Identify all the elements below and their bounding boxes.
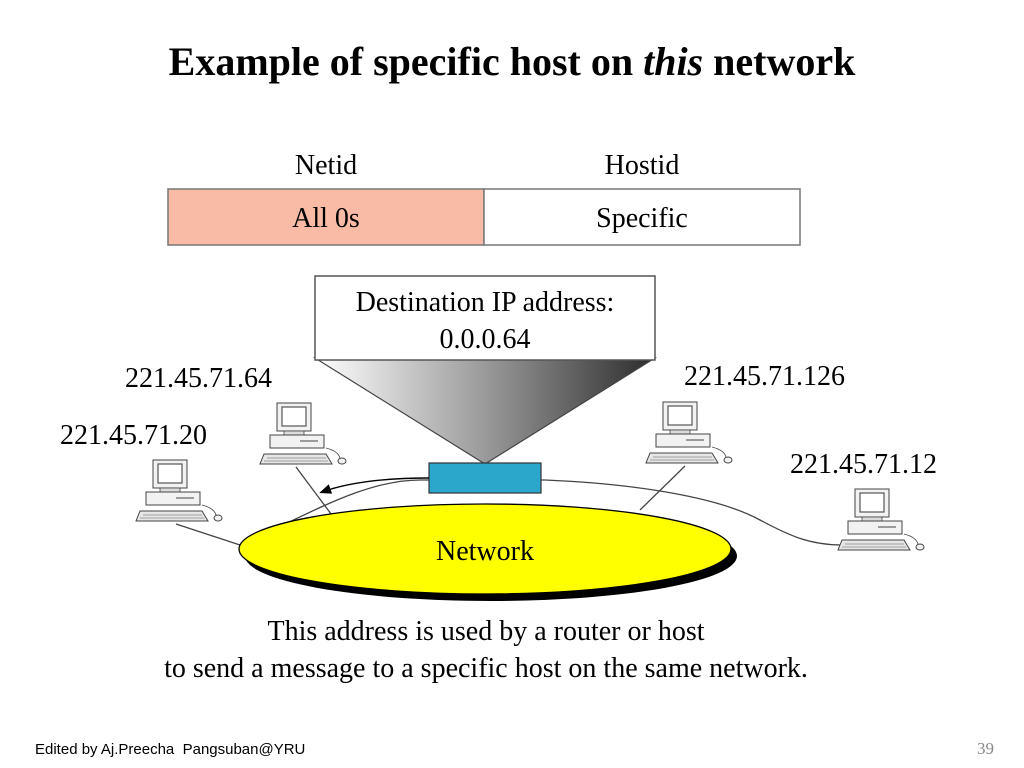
hostid-label: Hostid xyxy=(605,150,680,181)
caption-line2: to send a message to a specific host on … xyxy=(164,653,808,684)
title-suffix: network xyxy=(703,39,856,84)
network-cable xyxy=(238,479,843,546)
host-label-h12: 221.45.71.12 xyxy=(790,449,937,480)
destination-box xyxy=(314,275,656,361)
link-h20 xyxy=(175,523,241,546)
title-emphasis: this xyxy=(643,39,704,84)
hostid-cell xyxy=(483,188,801,246)
host-label-h64: 221.45.71.64 xyxy=(125,363,272,394)
destination-line1: Destination IP address: xyxy=(356,287,615,318)
packet xyxy=(428,462,542,494)
delivery-arrow xyxy=(319,477,430,494)
destination-line2: 0.0.0.64 xyxy=(440,324,531,355)
title-prefix: Example of specific host on xyxy=(168,39,644,84)
caption-line1: This address is used by a router or host xyxy=(267,616,704,647)
slide-title: Example of specific host on this network xyxy=(0,38,1024,85)
destination-funnel xyxy=(312,357,658,465)
link-h126 xyxy=(639,465,686,511)
network-label: Network xyxy=(436,536,534,567)
computer-icon-h64 xyxy=(259,402,347,465)
netid-label: Netid xyxy=(295,150,357,181)
computer-icon-h20 xyxy=(135,459,223,522)
computer-icon-h12 xyxy=(837,488,925,551)
network-ellipse xyxy=(238,503,732,595)
page-number: 39 xyxy=(977,739,994,758)
host-label-h20: 221.45.71.20 xyxy=(60,420,207,451)
footer-credit: Edited by Aj.Preecha Pangsuban@YRU xyxy=(35,741,306,758)
host-label-h126: 221.45.71.126 xyxy=(684,361,845,392)
netid-value: All 0s xyxy=(292,203,360,234)
computer-icon-h126 xyxy=(645,401,733,464)
hostid-value: Specific xyxy=(596,203,688,234)
